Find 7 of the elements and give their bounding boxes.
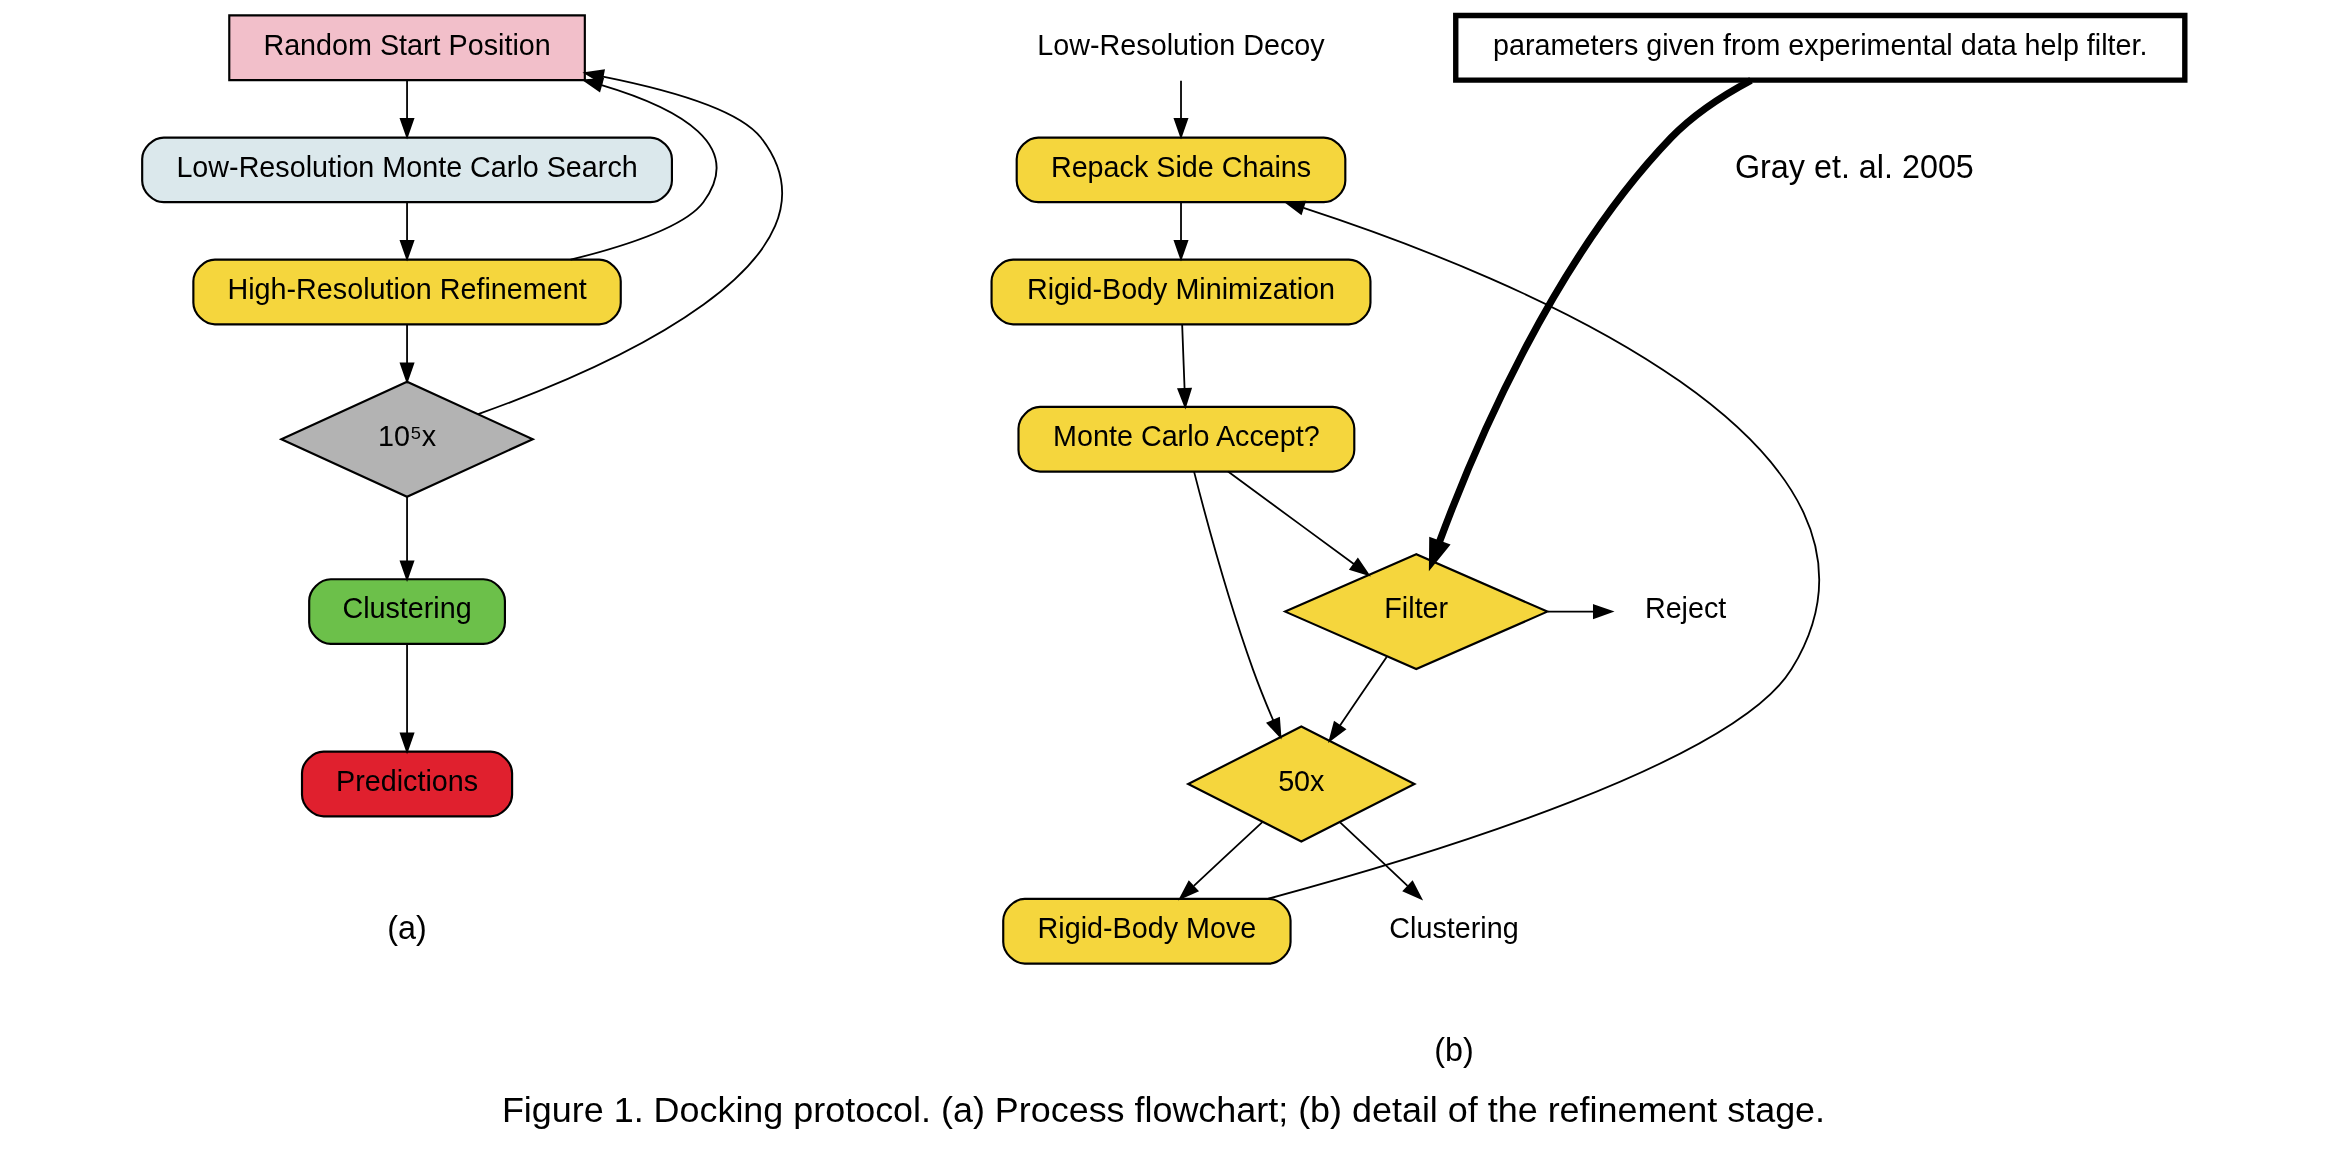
node-text: Clustering: [1388, 912, 1519, 945]
node-text: Reject: [1644, 592, 1726, 625]
caption: Figure 1. Docking protocol. (a) Process flowchart; (b) detail of the refinement stage.: [501, 1088, 1825, 1130]
node-text: Low-Resolution Decoy: [1036, 28, 1325, 61]
label: (b): [1433, 1032, 1474, 1069]
label: (a): [386, 910, 427, 947]
label: Gray et. al. 2005: [1734, 148, 1974, 185]
